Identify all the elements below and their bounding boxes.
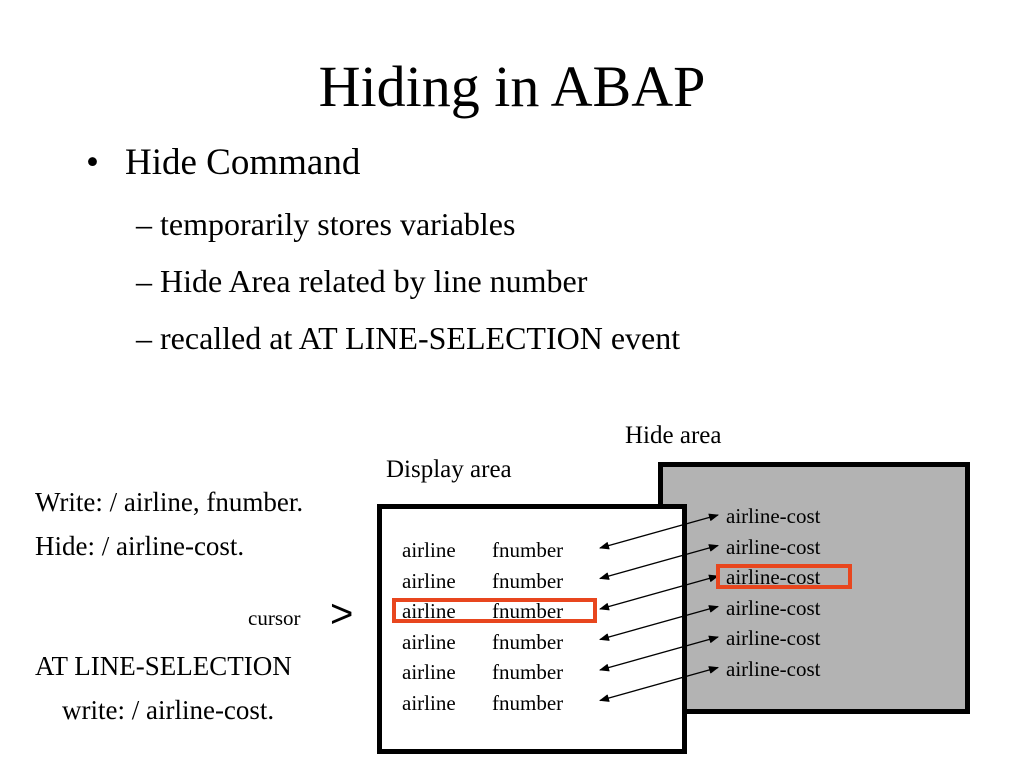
display-row-airline: airline	[402, 660, 456, 684]
display-row-fnumber: fnumber	[492, 660, 564, 684]
code-at-line-selection: AT LINE-SELECTION	[35, 651, 292, 681]
bullet-dot: •	[86, 142, 99, 183]
hide-area-row: airline-cost	[726, 595, 821, 620]
code-write-cost: write: / airline-cost.	[62, 695, 275, 725]
sub-bullet-3: – recalled at AT LINE-SELECTION event	[136, 320, 681, 356]
cursor-arrow-icon: >	[330, 592, 354, 636]
display-row-fnumber: fnumber	[492, 568, 564, 593]
slide-title: Hiding in ABAP	[318, 54, 706, 119]
hide-area-row: airline-cost	[726, 626, 821, 650]
display-row-fnumber: fnumber	[492, 629, 564, 654]
hide-area-label: Hide area	[625, 422, 722, 449]
hide-area-row: airline-cost	[726, 504, 821, 528]
display-row-airline: airline	[402, 690, 456, 715]
display-area-label: Display area	[386, 456, 512, 483]
display-row-airline: airline	[402, 568, 456, 593]
hide-area-row: airline-cost	[726, 656, 821, 681]
display-row-fnumber: fnumber	[492, 599, 564, 623]
code-write-line: Write: / airline, fnumber.	[35, 487, 304, 517]
display-row-airline: airline	[402, 629, 456, 654]
code-hide-line: Hide: / airline-cost.	[35, 531, 245, 561]
display-row-airline: airline	[402, 538, 456, 562]
bullet-hide-command: Hide Command	[125, 142, 361, 183]
sub-bullet-1: – temporarily stores variables	[136, 206, 516, 242]
hide-area-row: airline-cost	[726, 534, 821, 559]
hide-area-row: airline-cost	[726, 565, 821, 589]
display-row-airline: airline	[402, 599, 456, 623]
sub-bullet-2: – Hide Area related by line number	[136, 263, 588, 299]
display-row-fnumber: fnumber	[492, 690, 564, 715]
cursor-label: cursor	[248, 606, 301, 630]
display-row-fnumber: fnumber	[492, 538, 564, 562]
